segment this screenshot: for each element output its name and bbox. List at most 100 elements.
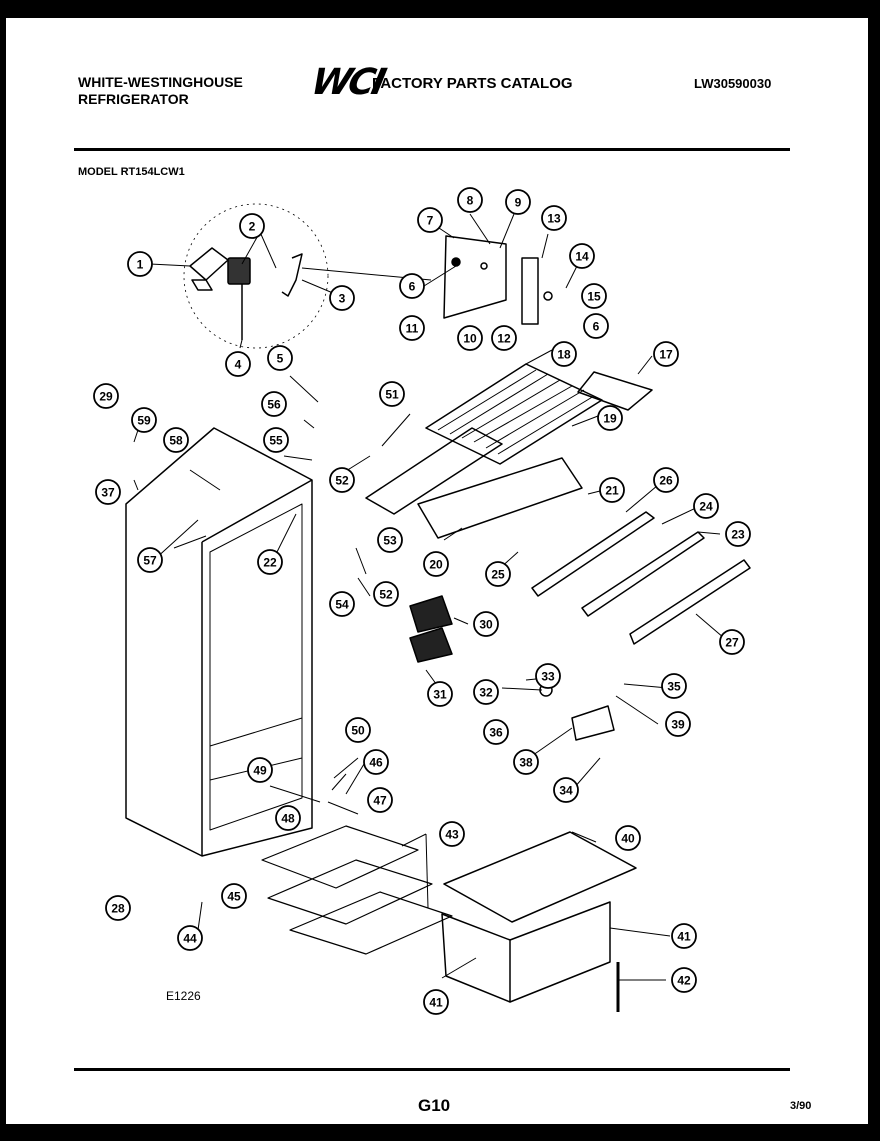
callout-circle — [275, 805, 301, 831]
part-drawings — [125, 203, 751, 1012]
thermostat-knob-bracket — [281, 253, 303, 297]
callout-47: 47 — [367, 787, 393, 813]
callout-circle — [665, 711, 691, 737]
callout-number: 19 — [603, 412, 617, 426]
callout-circle — [693, 493, 719, 519]
callout-circle — [399, 315, 425, 341]
callout-circle — [137, 547, 163, 573]
callout-48: 48 — [275, 805, 301, 831]
callout-circle — [423, 551, 449, 577]
catalog-title: FACTORY PARTS CATALOG — [372, 75, 573, 92]
callout-circle — [583, 313, 609, 339]
callout-33: 33 — [535, 663, 561, 689]
callout-number: 35 — [667, 680, 681, 694]
callout-38: 38 — [513, 749, 539, 775]
callout-number: 59 — [137, 414, 151, 428]
crisper-drawer-right — [509, 901, 611, 1003]
callout-circle — [329, 285, 355, 311]
callout-46: 46 — [363, 749, 389, 775]
callout-number: 20 — [429, 558, 443, 572]
callout-50: 50 — [345, 717, 371, 743]
callout-34: 34 — [553, 777, 579, 803]
callout-19: 19 — [597, 405, 623, 431]
callout-circle — [581, 283, 607, 309]
callout-49: 49 — [247, 757, 273, 783]
callout-28: 28 — [105, 895, 131, 921]
callout-number: 29 — [99, 390, 113, 404]
callout-27: 27 — [719, 629, 745, 655]
callout-circle — [457, 325, 483, 351]
callout-21: 21 — [599, 477, 625, 503]
callout-number: 36 — [489, 726, 503, 740]
callout-13: 13 — [541, 205, 567, 231]
callout-44: 44 — [177, 925, 203, 951]
callout-18: 18 — [551, 341, 577, 367]
callout-51: 51 — [379, 381, 405, 407]
callout-6: 6 — [583, 313, 609, 339]
callout-circle — [127, 251, 153, 277]
callout-number: 4 — [235, 358, 242, 372]
callout-59: 59 — [131, 407, 157, 433]
callout-circle — [263, 427, 289, 453]
cabinet-liner — [209, 503, 303, 831]
drip-tray — [365, 427, 503, 515]
callout-8: 8 — [457, 187, 483, 213]
brand-name: WHITE-WESTINGHOUSE — [78, 74, 243, 90]
callout-36: 36 — [483, 719, 509, 745]
callout-circle — [367, 787, 393, 813]
callout-number: 8 — [467, 194, 474, 208]
light-switch-housing — [521, 257, 539, 325]
callout-circle — [615, 825, 641, 851]
callout-2: 2 — [239, 213, 265, 239]
callout-circle — [93, 383, 119, 409]
callout-number: 51 — [385, 388, 399, 402]
callout-number: 54 — [335, 598, 349, 612]
callout-22: 22 — [257, 549, 283, 575]
callout-35: 35 — [661, 673, 687, 699]
callout-circle — [725, 521, 751, 547]
callout-circle — [439, 821, 465, 847]
callout-number: 37 — [101, 486, 115, 500]
callout-number: 48 — [281, 812, 295, 826]
callout-number: 50 — [351, 724, 365, 738]
callout-number: 56 — [267, 398, 281, 412]
callout-number: 17 — [659, 348, 673, 362]
callout-circle — [239, 213, 265, 239]
callout-number: 32 — [479, 686, 493, 700]
callout-number: 58 — [169, 434, 183, 448]
callout-number: 11 — [406, 322, 419, 336]
callout-number: 41 — [677, 930, 691, 944]
callout-number: 55 — [269, 434, 283, 448]
callout-number: 52 — [379, 588, 393, 602]
callout-circle — [417, 207, 443, 233]
callout-45: 45 — [221, 883, 247, 909]
callout-10: 10 — [457, 325, 483, 351]
callout-circle — [541, 205, 567, 231]
callout-number: 33 — [541, 670, 555, 684]
callout-1: 1 — [127, 251, 153, 277]
callout-circle — [105, 895, 131, 921]
callout-circle — [257, 549, 283, 575]
callout-circle — [505, 189, 531, 215]
callout-58: 58 — [163, 427, 189, 453]
evaporator-grille — [425, 363, 603, 465]
thermostat-control — [227, 257, 251, 285]
callout-circle — [485, 561, 511, 587]
callout-number: 34 — [559, 784, 573, 798]
callout-number: 42 — [677, 974, 691, 988]
callout-number: 12 — [497, 332, 511, 346]
callout-25: 25 — [485, 561, 511, 587]
callout-number: 23 — [731, 528, 745, 542]
callout-circle — [653, 341, 679, 367]
callout-7: 7 — [417, 207, 443, 233]
callout-24: 24 — [693, 493, 719, 519]
callout-circle — [513, 749, 539, 775]
callout-number: 41 — [429, 996, 443, 1010]
callout-circle — [671, 923, 697, 949]
callout-circle — [535, 663, 561, 689]
callout-number: 47 — [373, 794, 387, 808]
callout-number: 6 — [593, 320, 600, 334]
page-number: G10 — [418, 1096, 451, 1115]
callout-41: 41 — [671, 923, 697, 949]
